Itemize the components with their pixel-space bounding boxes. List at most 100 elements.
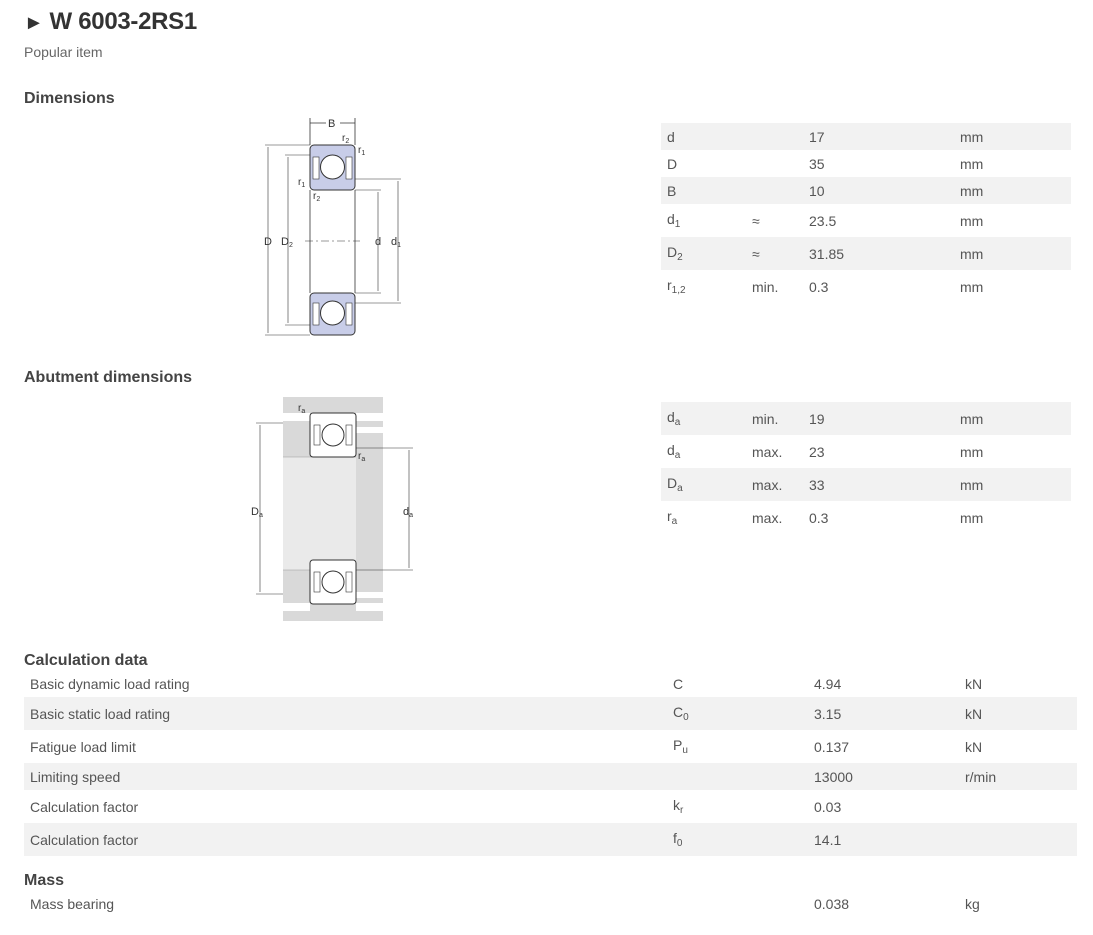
mass-heading: Mass (24, 872, 65, 889)
unit-cell: mm (960, 443, 984, 460)
unit-cell: mm (954, 237, 1071, 270)
label-cell: Limiting speed (24, 763, 667, 790)
symbol-cell: ra (661, 501, 746, 534)
symbol-cell: d1 (661, 204, 746, 237)
symbol-cell: d (661, 123, 746, 150)
calculation-heading: Calculation data (24, 652, 148, 669)
label-cell: Basic dynamic load rating (30, 675, 190, 692)
symbol: d (667, 442, 675, 458)
symbol-cell: da (661, 402, 746, 435)
value-cell: 3.15 (808, 697, 959, 730)
value-cell: 17 (803, 123, 954, 150)
label-cell: Mass bearing (30, 895, 115, 912)
value-cell: 33 (803, 468, 954, 501)
bearing-dimensions-diagram: B r2 r1 r1 r2 D D2 d d1 (264, 116, 401, 336)
value-cell: 0.038 (814, 895, 850, 912)
label-d1: d1 (391, 236, 401, 249)
table-row: r1,2 min. 0.3 mm (661, 270, 1071, 303)
unit-cell: kN (965, 738, 983, 755)
symbol: k (673, 797, 680, 813)
value-cell: 0.3 (809, 278, 829, 295)
symbol-subscript: 1,2 (671, 285, 686, 296)
symbol-subscript: 0 (683, 712, 689, 723)
symbol: d (667, 211, 675, 227)
value-cell: 0.3 (809, 509, 829, 526)
value-cell: 4.94 (814, 675, 842, 692)
label-Da: Da (251, 506, 263, 519)
unit-cell: mm (960, 278, 984, 295)
symbol-subscript: a (671, 516, 678, 527)
label-da: da (403, 506, 413, 519)
value-cell: 35 (809, 155, 825, 172)
symbol-subscript: 0 (676, 838, 683, 849)
symbol: D (667, 155, 678, 172)
label-r1-top: r1 (358, 145, 365, 157)
page-title: ►W 6003-2RS1 (24, 8, 197, 36)
unit-cell: mm (954, 468, 1071, 501)
symbol-subscript: a (674, 417, 681, 428)
table-row: Basic dynamic load rating C 4.94 kN (24, 670, 1077, 697)
symbol-cell: f0 (667, 823, 808, 856)
qualifier-cell: min. (746, 402, 803, 435)
symbol-cell: D2 (661, 237, 746, 270)
abutment-heading: Abutment dimensions (24, 369, 193, 386)
symbol: C (673, 675, 684, 692)
symbol: D (667, 475, 678, 491)
value-cell: 10 (803, 177, 954, 204)
symbol-cell (667, 763, 808, 790)
label-r2-bottom: r2 (313, 191, 320, 203)
qualifier-cell: min. (752, 278, 779, 295)
symbol-cell: kr (667, 790, 808, 823)
label-cell: Basic static load rating (24, 697, 667, 730)
symbol-subscript: r (680, 805, 684, 816)
unit-cell: mm (960, 155, 984, 172)
qualifier-cell (746, 177, 803, 204)
qualifier-cell: max. (746, 468, 803, 501)
symbol: d (667, 128, 675, 145)
value-cell: 23.5 (809, 212, 837, 229)
label-r2-top: r2 (342, 133, 349, 145)
symbol: d (667, 409, 675, 425)
symbol-subscript: a (677, 483, 683, 494)
table-row: D 35 mm (661, 150, 1071, 177)
popular-item-label: Popular item (24, 44, 103, 60)
symbol-subscript: 1 (674, 219, 681, 230)
symbol-cell: B (661, 177, 746, 204)
symbol: f (673, 830, 677, 846)
value-cell: 13000 (808, 763, 959, 790)
symbol-cell: r1,2 (661, 270, 746, 303)
symbol-subscript: a (674, 450, 681, 461)
calculation-table: Basic dynamic load rating C 4.94 kN Basic st… (24, 670, 1077, 856)
symbol-subscript: 2 (677, 252, 683, 263)
qualifier-cell: ≈ (746, 237, 803, 270)
unit-cell: kg (965, 895, 980, 912)
abutment-diagram: ra ra Da da (251, 397, 413, 621)
unit-cell (959, 790, 1077, 823)
unit-cell (959, 823, 1077, 856)
symbol-cell: D (661, 150, 746, 177)
qualifier-cell (746, 150, 803, 177)
label-D2: D2 (281, 236, 293, 249)
qualifier-cell: ≈ (752, 212, 760, 229)
symbol: r (667, 508, 672, 524)
label-d: d (375, 236, 381, 248)
symbol-subscript: u (682, 745, 688, 756)
value-cell: 14.1 (808, 823, 959, 856)
unit-cell: mm (954, 177, 1071, 204)
unit-cell: kN (965, 675, 983, 692)
product-designation: W 6003-2RS1 (49, 8, 198, 35)
label-B: B (328, 118, 335, 130)
